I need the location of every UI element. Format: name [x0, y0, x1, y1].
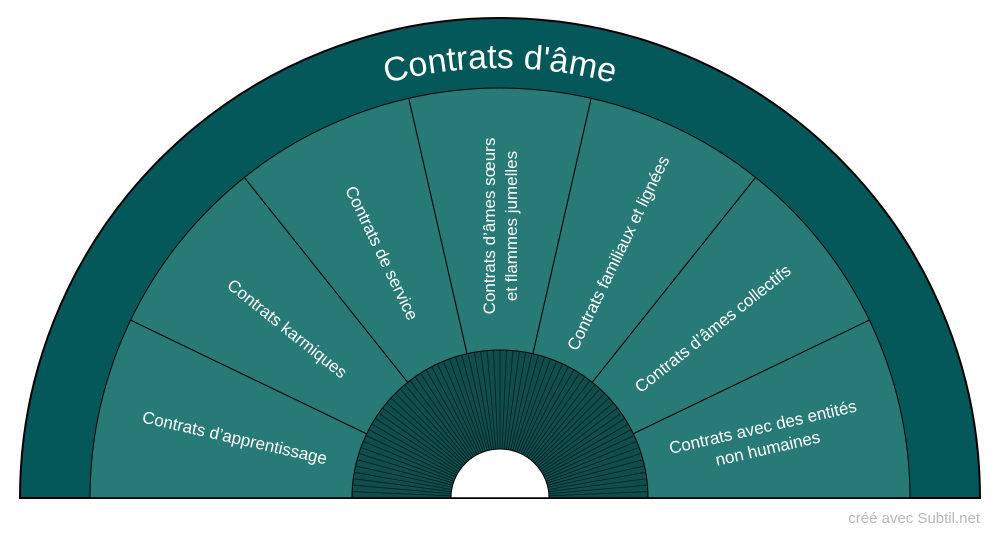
fan-line [543, 429, 632, 476]
fan-line [473, 352, 492, 450]
fan-line [512, 354, 539, 451]
credit-text: créé avec Subtil.net [848, 510, 980, 527]
fan-line [545, 447, 640, 482]
fan-line [414, 376, 473, 459]
fan-line [503, 350, 514, 450]
fan-line [547, 465, 645, 488]
fan-line [353, 478, 452, 493]
fan-line [538, 407, 618, 469]
fan-line [365, 435, 456, 478]
fan-line [363, 440, 455, 480]
fan-line [532, 388, 601, 463]
fan-line [449, 358, 484, 453]
fan-line [442, 361, 482, 453]
fan-line [360, 447, 455, 482]
fan-line [548, 484, 648, 495]
fan-line [431, 366, 478, 455]
fan-line [352, 484, 452, 495]
fan-line [358, 453, 454, 484]
fan-line [493, 350, 499, 450]
fan-line [516, 358, 551, 453]
fan-line [518, 361, 558, 453]
fan-line [486, 350, 497, 450]
fan-line [525, 372, 580, 457]
fan-line [386, 402, 463, 467]
fan-line [425, 369, 476, 456]
fan-line [461, 354, 488, 451]
fan-line [356, 459, 453, 486]
fan-line [374, 418, 459, 473]
fan-line [529, 380, 591, 460]
fan-line [548, 491, 648, 497]
fan-line [371, 423, 458, 474]
fan-line [382, 407, 462, 469]
fan-line [544, 435, 635, 478]
fan-line [455, 356, 486, 452]
center-hole [450, 448, 550, 499]
fan-line [409, 380, 471, 460]
fan-line [537, 402, 614, 467]
fan-line [378, 412, 461, 471]
fan-line [480, 351, 495, 450]
fan-line [527, 376, 586, 459]
fan-line [531, 384, 596, 461]
fan-line [437, 363, 480, 454]
fan-line [534, 393, 605, 464]
fan-line [399, 388, 468, 463]
fan-line [508, 352, 527, 450]
inner-fan [351, 349, 649, 499]
sector-label-line: Contrats d’âmes sœurs [480, 138, 499, 315]
fan-line [542, 423, 629, 474]
fan-line [520, 363, 563, 454]
fan-line [420, 372, 475, 457]
fan-line [514, 356, 545, 452]
fan-line [547, 459, 644, 486]
fan-line [352, 491, 452, 497]
fan-line [522, 366, 569, 455]
fan-line [548, 478, 647, 493]
sector-4 [408, 87, 592, 499]
fan-line [505, 351, 520, 450]
fan-line [395, 393, 466, 464]
fan-line [545, 440, 637, 480]
fan-line [404, 384, 469, 461]
fan-line [539, 412, 622, 471]
fan-line [355, 465, 453, 488]
fan-line [510, 353, 533, 451]
fan-line [541, 418, 626, 473]
fan-line [501, 350, 507, 450]
fan-line [548, 471, 646, 490]
fan-line [354, 471, 452, 490]
fan-line [535, 397, 610, 466]
sector-label-line: et flammes jumelles [502, 151, 521, 301]
fan-line [467, 353, 490, 451]
fan-line [390, 397, 465, 466]
fan-line [524, 369, 575, 456]
fan-line [546, 453, 642, 484]
fan-line [368, 429, 457, 476]
